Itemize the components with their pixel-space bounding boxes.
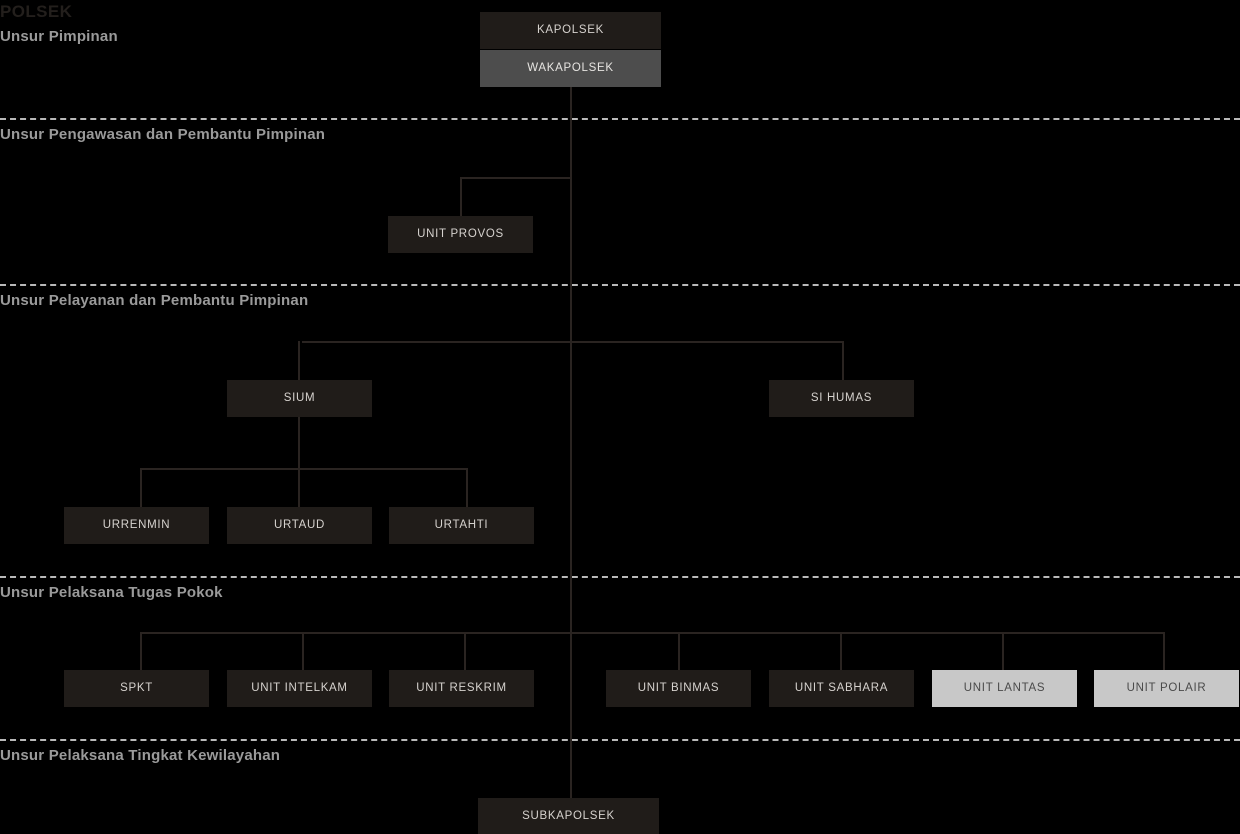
connector-sium-drop (298, 341, 300, 382)
node-kapolsek[interactable]: KAPOLSEK (480, 12, 661, 49)
divider-tugas-pokok (0, 576, 1240, 578)
connector-sihumas-drop (842, 341, 844, 382)
section-label-unsur-pimpinan: Unsur Pimpinan (0, 28, 118, 45)
connector-lantas-drop (1002, 632, 1004, 671)
node-unit-polair[interactable]: UNIT POLAIR (1094, 670, 1239, 707)
section-label-unsur-tugas-pokok: Unsur Pelaksana Tugas Pokok (0, 584, 223, 601)
node-unit-lantas[interactable]: UNIT LANTAS (932, 670, 1077, 707)
divider-pengawasan (0, 118, 1240, 120)
divider-pelayanan (0, 284, 1240, 286)
node-urtahti[interactable]: URTAHTI (389, 507, 534, 544)
connector-urtahti-drop (466, 468, 468, 509)
connector-main-spine (570, 86, 572, 800)
connector-provos-horizontal (460, 177, 572, 179)
node-unit-intelkam[interactable]: UNIT INTELKAM (227, 670, 372, 707)
connector-intelkam-drop (302, 632, 304, 671)
node-unit-binmas[interactable]: UNIT BINMAS (606, 670, 751, 707)
connector-binmas-drop (678, 632, 680, 671)
connector-urrenmin-drop (140, 468, 142, 509)
connector-reskrim-drop (464, 632, 466, 671)
connector-tugas-pokok-bus (140, 632, 1164, 634)
connector-sabhara-drop (840, 632, 842, 671)
node-urrenmin[interactable]: URRENMIN (64, 507, 209, 544)
divider-kewilayahan (0, 739, 1240, 741)
section-label-unsur-pelayanan: Unsur Pelayanan dan Pembantu Pimpinan (0, 292, 309, 309)
node-urtaud[interactable]: URTAUD (227, 507, 372, 544)
section-label-unsur-kewilayahan: Unsur Pelaksana Tingkat Kewilayahan (0, 747, 281, 764)
node-spkt[interactable]: SPKT (64, 670, 209, 707)
node-unit-sabhara[interactable]: UNIT SABHARA (769, 670, 914, 707)
connector-ur-bus (140, 468, 468, 470)
node-unit-reskrim[interactable]: UNIT RESKRIM (389, 670, 534, 707)
connector-sium-down (298, 382, 300, 509)
connector-polair-drop (1163, 632, 1165, 671)
connector-pelayanan-bus (302, 341, 844, 343)
section-label-unsur-pengawasan: Unsur Pengawasan dan Pembantu Pimpinan (0, 126, 326, 143)
node-si-humas[interactable]: SI HUMAS (769, 380, 914, 417)
node-sium[interactable]: SIUM (227, 380, 372, 417)
connector-spkt-drop (140, 632, 142, 671)
node-subkapolsek[interactable]: SUBKAPOLSEK (478, 798, 659, 834)
page-title: POLSEK (0, 2, 73, 21)
connector-provos-vertical (460, 177, 462, 218)
node-unit-provos[interactable]: UNIT PROVOS (388, 216, 533, 253)
node-wakapolsek[interactable]: WAKAPOLSEK (480, 50, 661, 87)
